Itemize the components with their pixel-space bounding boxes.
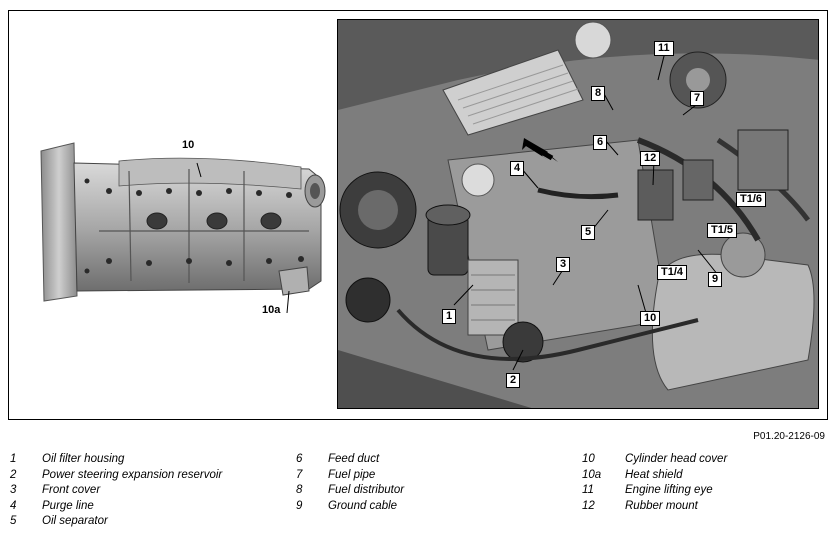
callout-2: 2 bbox=[506, 373, 521, 388]
legend-number: 6 bbox=[296, 453, 303, 465]
legend-text: Feed duct bbox=[328, 453, 380, 465]
legend-text: Heat shield bbox=[625, 468, 683, 481]
legend-number: 3 bbox=[10, 484, 17, 496]
label-10a-left: 10a bbox=[262, 304, 281, 316]
legend-text: Front cover bbox=[42, 484, 101, 496]
callout-6: 6 bbox=[593, 135, 608, 150]
callout-t1-6: T1/6 bbox=[736, 192, 767, 207]
legend-text: Ground cable bbox=[328, 499, 398, 512]
callout-8: 8 bbox=[591, 86, 606, 101]
callout-1: 1 bbox=[442, 309, 457, 324]
legend: 1 Oil filter housing 2 Power steering expa… bbox=[10, 453, 830, 533]
callout-7: 7 bbox=[690, 91, 705, 106]
callout-5: 5 bbox=[581, 225, 596, 240]
legend-number: 8 bbox=[296, 484, 303, 496]
legend-text: Oil filter housing bbox=[42, 453, 125, 465]
callout-t1-5: T1/5 bbox=[707, 223, 738, 238]
legend-number: 10a bbox=[582, 468, 602, 481]
legend-number: 1 bbox=[10, 453, 17, 465]
legend-number: 4 bbox=[10, 499, 17, 512]
legend-number: 9 bbox=[296, 499, 303, 512]
callout-3: 3 bbox=[556, 257, 571, 272]
legend-number: 12 bbox=[582, 499, 595, 512]
legend-number: 5 bbox=[10, 515, 17, 527]
engine-bay-photo bbox=[337, 19, 819, 409]
callout-t1-4: T1/4 bbox=[657, 265, 688, 280]
legend-text: Engine lifting eye bbox=[625, 484, 713, 496]
legend-text: Oil separator bbox=[42, 515, 108, 527]
figure-reference: P01.20-2126-09 bbox=[753, 431, 825, 442]
legend-number: 11 bbox=[582, 484, 594, 496]
legend-text: Purge line bbox=[42, 499, 94, 512]
callout-11: 11 bbox=[654, 41, 674, 56]
legend-text: Fuel distributor bbox=[328, 484, 405, 496]
callout-4: 4 bbox=[510, 161, 525, 176]
legend-text: Cylinder head cover bbox=[625, 453, 728, 465]
legend-number: 10 bbox=[582, 453, 595, 465]
legend-text: Fuel pipe bbox=[328, 468, 376, 481]
legend-number: 7 bbox=[296, 468, 303, 481]
callout-9: 9 bbox=[708, 272, 723, 287]
cylinder-head-cover-illustration bbox=[40, 142, 326, 314]
legend-text: Power steering expansion reservoir bbox=[42, 468, 223, 481]
legend-text: Rubber mount bbox=[625, 499, 698, 512]
figure-frame: 10 10a bbox=[8, 10, 828, 420]
legend-number: 2 bbox=[10, 468, 17, 481]
callout-10: 10 bbox=[640, 311, 661, 326]
label-10-left: 10 bbox=[182, 139, 195, 151]
callout-12: 12 bbox=[640, 151, 661, 166]
